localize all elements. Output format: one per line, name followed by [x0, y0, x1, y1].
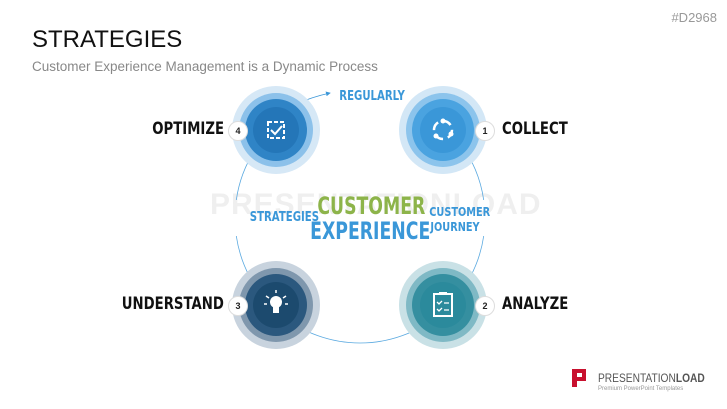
- page-title: STRATEGIES: [32, 26, 183, 53]
- step-circle-collect[interactable]: [399, 86, 487, 174]
- step-circle-optimize[interactable]: [232, 86, 320, 174]
- slide-code: #D2968: [671, 10, 717, 25]
- step-label-understand: UNDERSTAND: [121, 294, 224, 314]
- step-label-collect: COLLECT: [502, 119, 568, 139]
- arc-label-customer: CUSTOMER: [429, 204, 491, 219]
- lightbulb-icon: [270, 296, 282, 308]
- step-number-3: 3: [228, 296, 248, 316]
- step-number-4: 4: [228, 121, 248, 141]
- arc-label-journey: JOURNEY: [430, 219, 480, 234]
- step-number-1: 1: [475, 121, 495, 141]
- center-title-line1: CUSTOMER: [317, 192, 426, 220]
- logo-name: PRESENTATIONLOAD: [598, 371, 705, 385]
- step-circle-understand[interactable]: [232, 261, 320, 349]
- center-title-line2: EXPERIENCE: [310, 217, 431, 245]
- step-circle-analyze[interactable]: [399, 261, 487, 349]
- logo-tagline: Premium PowerPoint Templates: [598, 386, 684, 392]
- step-label-analyze: ANALYZE: [502, 294, 569, 314]
- step-number-2: 2: [475, 296, 495, 316]
- page-subtitle: Customer Experience Management is a Dyna…: [32, 59, 378, 74]
- logo-name-bold: LOAD: [675, 371, 705, 385]
- logo-name-light: PRESENTATION: [598, 371, 676, 385]
- checkbox-icon: [267, 121, 285, 139]
- arc-label-strategies: STRATEGIES: [249, 210, 320, 225]
- arc-label-regularly: REGULARLY: [339, 89, 405, 104]
- presentationload-logo-icon: [572, 369, 586, 387]
- watermark: PRESENTATIONLOAD: [210, 188, 542, 221]
- step-label-optimize: OPTIMIZE: [152, 119, 224, 139]
